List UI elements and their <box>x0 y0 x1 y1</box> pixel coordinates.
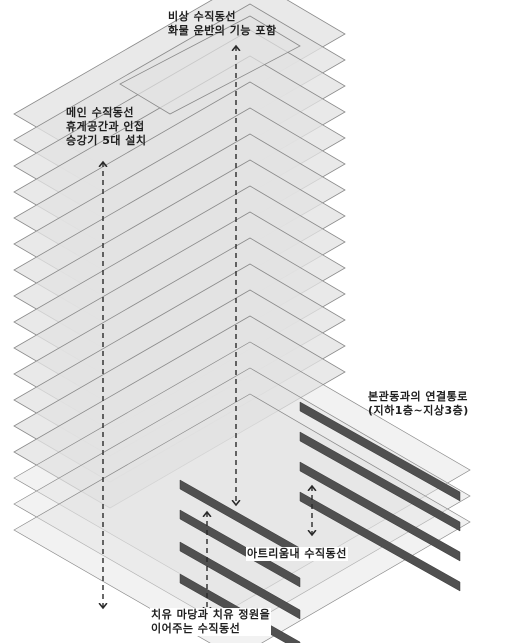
link-label-line2: (지하1층~지상3층) <box>368 404 469 417</box>
main-label-line2: 휴게공간과 인접 <box>66 120 145 133</box>
floor-plates <box>13 0 471 643</box>
main-label-line1: 메인 수직동선 <box>66 106 135 119</box>
atrium-label-line1: 아트리움내 수직동선 <box>246 547 348 561</box>
emergency-label-line1: 비상 수직동선 <box>168 10 237 23</box>
bridge-bar <box>299 401 461 502</box>
bridge-bar <box>299 461 461 562</box>
floor-plate <box>13 315 346 509</box>
roof-plate <box>119 15 301 115</box>
healing-circulation-label: 치유 마당과 치유 정원을 이어주는 수직동선 <box>150 608 272 636</box>
atrium-circulation-label: 아트리움내 수직동선 <box>246 547 348 561</box>
emergency-label-line2: 화물 운반의 기능 포함 <box>168 24 277 37</box>
bridge-bar <box>299 431 461 532</box>
circulation-lines <box>103 46 312 612</box>
link-passage-label: 본관동과의 연결통로 (지하1층~지상3층) <box>368 390 469 418</box>
link-label-line1: 본관동과의 연결통로 <box>368 390 468 403</box>
emergency-circulation-label: 비상 수직동선 화물 운반의 기능 포함 <box>168 10 277 38</box>
podium-plate <box>13 341 471 607</box>
bridge-bar <box>299 491 461 592</box>
healing-label-line1: 치유 마당과 치유 정원을 <box>150 608 272 622</box>
healing-label-line2: 이어주는 수직동선 <box>150 622 272 636</box>
main-circulation-label: 메인 수직동선 휴게공간과 인접 승강기 5대 설치 <box>66 106 147 148</box>
main-label-line3: 승강기 5대 설치 <box>66 134 147 147</box>
